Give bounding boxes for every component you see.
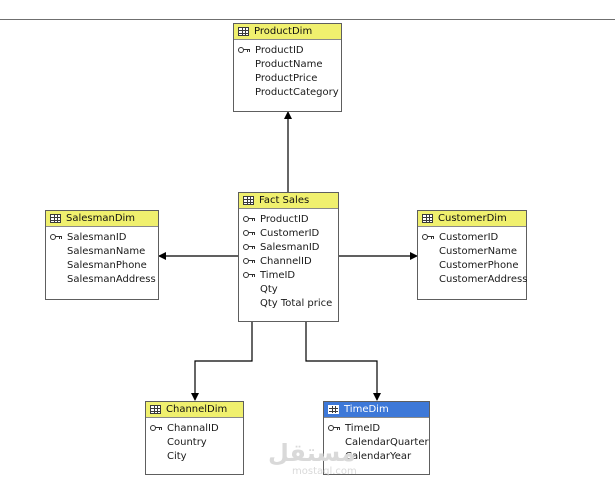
column-name: Qty xyxy=(260,283,278,295)
column-row[interactable]: ProductID xyxy=(239,212,338,226)
column-row[interactable]: SalesmanAddress xyxy=(46,272,158,286)
column-row[interactable]: SalesmanName xyxy=(46,244,158,258)
entity-title: SalesmanDim xyxy=(66,213,136,224)
column-name: CustomerID xyxy=(439,231,499,243)
column-row[interactable]: SalesmanID xyxy=(46,230,158,244)
column-name: ProductPrice xyxy=(255,72,318,84)
column-name: TimeID xyxy=(260,269,296,281)
column-name: ChannelID xyxy=(260,255,312,267)
column-row[interactable]: TimeID xyxy=(324,421,429,435)
column-name: ChannalID xyxy=(167,422,219,434)
column-row[interactable]: CalendarQuarter xyxy=(324,435,429,449)
primary-key-icon xyxy=(243,216,255,222)
column-name: SalesmanName xyxy=(67,245,146,257)
column-name: SalesmanPhone xyxy=(67,259,147,271)
column-name: CustomerPhone xyxy=(439,259,519,271)
column-row[interactable]: Country xyxy=(146,435,243,449)
table-icon xyxy=(243,196,254,205)
table-icon xyxy=(50,214,61,223)
column-row[interactable]: CustomerAddress xyxy=(418,272,528,286)
entity-header[interactable]: CustomerDim xyxy=(418,211,526,227)
primary-key-icon xyxy=(50,234,62,240)
watermark-arabic: مستقل xyxy=(268,439,356,467)
column-row[interactable]: ProductPrice xyxy=(234,71,341,85)
column-name: City xyxy=(167,450,187,462)
entity-header[interactable]: Fact Sales xyxy=(239,193,338,209)
column-row[interactable]: ChannelID xyxy=(239,254,338,268)
column-name: CustomerName xyxy=(439,245,518,257)
column-name: ProductID xyxy=(255,44,304,56)
entity-header[interactable]: SalesmanDim xyxy=(46,211,158,227)
column-row[interactable]: City xyxy=(146,449,243,463)
column-row[interactable]: ProductID xyxy=(234,43,341,57)
column-name: CalendarYear xyxy=(345,450,412,462)
column-name: CalendarQuarter xyxy=(345,436,429,448)
column-row[interactable]: ProductCategory xyxy=(234,85,341,99)
column-name: ProductID xyxy=(260,213,309,225)
table-icon xyxy=(328,405,339,414)
table-icon xyxy=(150,405,161,414)
column-name: SalesmanAddress xyxy=(67,273,156,285)
primary-key-icon xyxy=(238,47,250,53)
primary-key-icon xyxy=(243,230,255,236)
column-row[interactable]: SalesmanPhone xyxy=(46,258,158,272)
entity-header[interactable]: ProductDim xyxy=(234,24,341,40)
primary-key-icon xyxy=(328,425,340,431)
column-row[interactable]: TimeID xyxy=(239,268,338,282)
column-row[interactable]: CustomerID xyxy=(418,230,526,244)
primary-key-icon xyxy=(422,234,434,240)
column-name: SalesmanID xyxy=(260,241,320,253)
entity-header[interactable]: ChannelDim xyxy=(146,402,243,418)
entity-title: ProductDim xyxy=(254,26,313,37)
column-name: SalesmanID xyxy=(67,231,127,243)
primary-key-icon xyxy=(243,272,255,278)
connector-fact-to-time xyxy=(305,322,381,401)
primary-key-icon xyxy=(150,425,162,431)
table-icon xyxy=(422,214,433,223)
entity-fact-sales[interactable]: Fact Sales ProductID CustomerID SalesmanID… xyxy=(238,192,339,322)
top-divider-line xyxy=(0,19,615,20)
entity-header-selected[interactable]: TimeDim xyxy=(324,402,429,418)
column-row[interactable]: CalendarYear xyxy=(324,449,429,463)
column-name: Qty Total price xyxy=(260,297,333,309)
column-name: ProductName xyxy=(255,58,323,70)
entity-title: TimeDim xyxy=(344,404,389,415)
table-icon xyxy=(238,27,249,36)
column-name: CustomerAddress xyxy=(439,273,528,285)
column-row[interactable]: Qty Total price xyxy=(239,296,338,310)
column-name: ProductCategory xyxy=(255,86,339,98)
connector-fact-to-channel xyxy=(191,322,253,401)
primary-key-icon xyxy=(243,258,255,264)
column-row[interactable]: CustomerPhone xyxy=(418,258,526,272)
watermark-logo: مستقل mostaql.com xyxy=(268,440,357,478)
entity-title: Fact Sales xyxy=(259,195,310,206)
column-row[interactable]: ProductName xyxy=(234,57,341,71)
column-row[interactable]: CustomerID xyxy=(239,226,338,240)
primary-key-icon xyxy=(243,244,255,250)
column-name: Country xyxy=(167,436,207,448)
column-row[interactable]: Qty xyxy=(239,282,338,296)
column-name: TimeID xyxy=(345,422,381,434)
entity-title: CustomerDim xyxy=(438,213,507,224)
column-row[interactable]: SalesmanID xyxy=(239,240,338,254)
column-list: ProductID CustomerID SalesmanID ChannelID Ti… xyxy=(239,209,338,310)
watermark-latin: mostaql.com xyxy=(292,466,357,477)
column-name: CustomerID xyxy=(260,227,320,239)
entity-title: ChannelDim xyxy=(166,404,228,415)
column-row[interactable]: ChannalID xyxy=(146,421,243,435)
column-row[interactable]: CustomerName xyxy=(418,244,526,258)
